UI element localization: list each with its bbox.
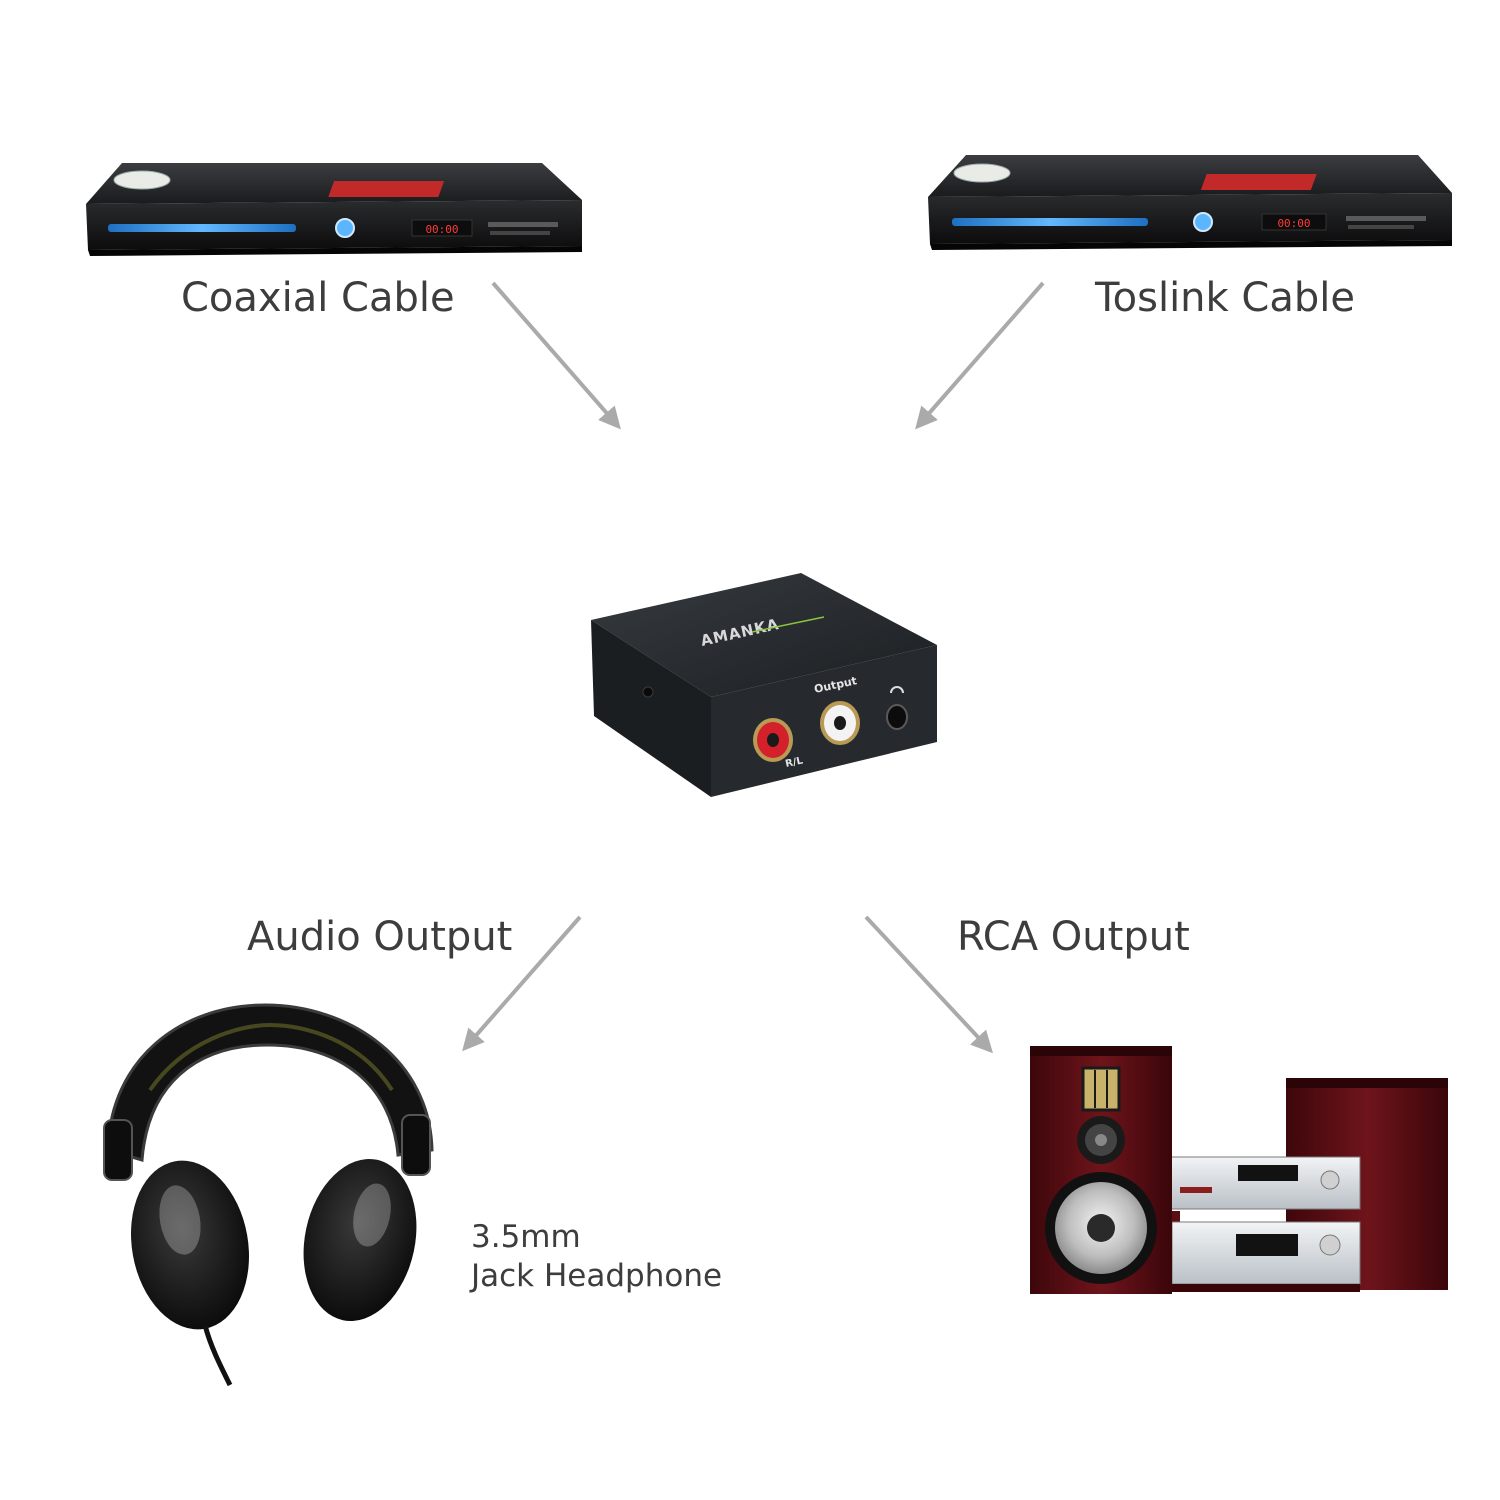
rca-output-label: RCA Output: [957, 914, 1190, 960]
headphones-image: [103, 1003, 434, 1387]
headphone-size-label: 3.5mm: [471, 1219, 581, 1255]
toslink-cable-label: Toslink Cable: [1095, 275, 1355, 321]
dvd-player-left: 00:00: [86, 163, 582, 256]
headphone-icon: [890, 686, 904, 694]
headphone-type-label: Jack Headphone: [471, 1258, 723, 1294]
arrows: [462, 281, 1045, 1054]
dac-converter-box: AMANKA Output R/L: [591, 573, 937, 797]
player-display: 00:00: [1277, 217, 1310, 230]
rca-jack-white: [820, 701, 860, 745]
arrow-converter-to-speakers: [864, 915, 994, 1054]
headphone-jack: [886, 686, 908, 730]
coaxial-cable-label: Coaxial Cable: [181, 275, 455, 321]
arrow-toslink-to-converter: [915, 281, 1045, 430]
rl-label: R/L: [784, 755, 804, 770]
audio-output-label: Audio Output: [247, 914, 513, 960]
speaker-system-image: [1030, 1046, 1448, 1294]
player-display: 00:00: [425, 223, 458, 236]
arrow-converter-to-headphone: [462, 915, 582, 1052]
dvd-player-right: 00:00: [928, 155, 1452, 250]
arrow-coaxial-to-converter: [491, 281, 621, 430]
rca-jack-red: [753, 718, 793, 762]
